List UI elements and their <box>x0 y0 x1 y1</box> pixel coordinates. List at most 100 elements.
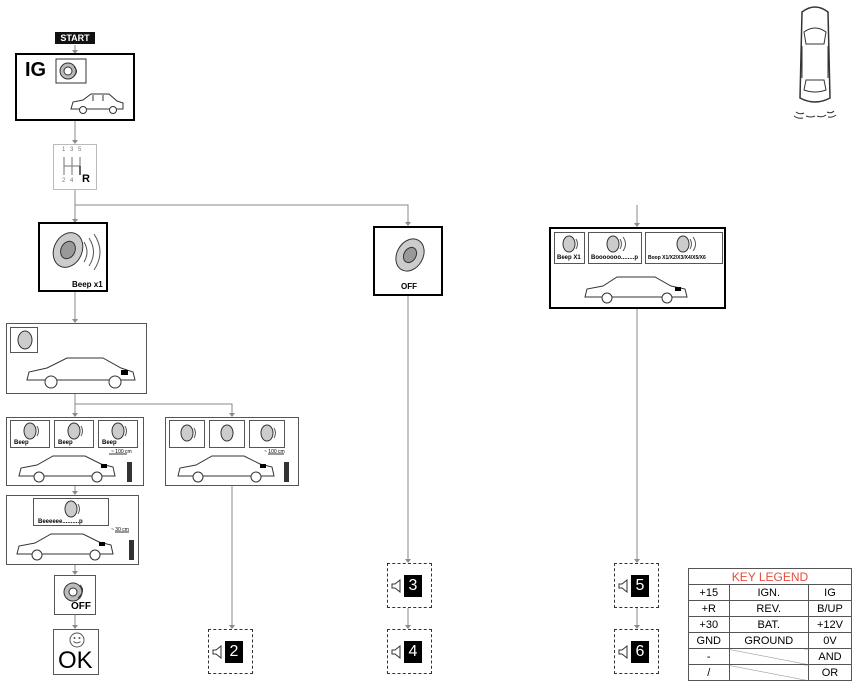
car-rear-sensor-icon <box>584 276 688 304</box>
sensor-icon <box>64 500 80 518</box>
outcome-number: 2 <box>225 641 243 663</box>
panel-label-boooo: Booooooo........p <box>591 255 638 261</box>
legend-row: +30 BAT. +12V <box>688 616 853 633</box>
legend-row: / OR <box>688 664 853 681</box>
sensor-icon <box>180 424 196 442</box>
panel-label-beep-x1: Beep X1 <box>557 255 581 261</box>
gear-shift-icon <box>63 157 81 175</box>
sensor-icon <box>17 330 33 350</box>
legend-cell: B/UP <box>807 600 853 617</box>
legend-cell: IGN. <box>728 584 809 601</box>
car-close-obstacle-icon <box>16 531 134 561</box>
car-approaching-obstacle-icon <box>177 453 289 483</box>
legend-cell: REV. <box>728 600 809 617</box>
beep-panel-2: Beep <box>54 420 94 448</box>
car-side-icon <box>26 357 136 389</box>
boooo-panel: Booooooo........p <box>588 232 642 264</box>
gear-digit-1: 1 <box>62 147 66 153</box>
car-side-icon <box>70 93 124 114</box>
outcome-6: 6 <box>614 629 659 674</box>
legend-row: GND GROUND 0V <box>688 632 853 649</box>
outcome-number: 5 <box>631 575 649 597</box>
beep-30cm-step: Beeeeee..........p ~ 30 cm <box>6 495 139 565</box>
sensor-icon <box>606 235 626 253</box>
legend-cell: - <box>688 648 730 665</box>
legend-row: - AND <box>688 648 853 665</box>
legend-diagonal-cell <box>728 648 809 665</box>
legend-cell: BAT. <box>728 616 809 633</box>
speaker-icon <box>391 579 401 593</box>
sensor-icon <box>111 422 127 440</box>
sensor-off-icon <box>395 238 425 272</box>
legend-cell: +15 <box>688 584 730 601</box>
ig-label: IG <box>25 59 47 81</box>
sensor-off-step: OFF <box>373 226 443 296</box>
legend-cell: OR <box>807 664 853 681</box>
speaker-icon <box>212 645 222 659</box>
beep-panel-2 <box>209 420 245 448</box>
car-approaching-obstacle-icon <box>18 453 132 483</box>
sensor-icon <box>220 424 234 442</box>
distance-30cm-label: ~ 30 cm <box>111 527 129 533</box>
ignition-step: IG <box>15 53 135 121</box>
beep-label: Beep <box>102 440 117 446</box>
key-off-label: OFF <box>71 601 91 612</box>
continuous-beep-label: Beeeeee..........p <box>38 519 83 525</box>
speaker-icon <box>618 645 628 659</box>
panel-label-boop: Boop X1/X2/X3/X4/X5/X6 <box>648 255 706 261</box>
outcome-3: 3 <box>387 563 432 608</box>
sensor-icon <box>562 235 578 253</box>
legend-row: +15 IGN. IG <box>688 584 853 601</box>
key-legend-table: KEY LEGEND +15 IGN. IG +R REV. B/UP +30 … <box>688 568 853 681</box>
ok-step: OK <box>53 629 99 675</box>
sensor-icon <box>676 235 696 253</box>
sensor-icon <box>260 424 276 442</box>
start-label: START <box>55 32 95 44</box>
car-sensor-step <box>6 323 147 394</box>
speaker-icon <box>618 579 628 593</box>
beep-x1-panel: Beep X1 <box>554 232 585 264</box>
distance-100cm-label: ~ 100 cm <box>264 449 285 455</box>
sensor-beep-icon <box>52 232 101 271</box>
beep-panel-3 <box>249 420 285 448</box>
smiley-icon <box>69 632 85 648</box>
ok-label: OK <box>58 647 93 674</box>
beep-panel-1: Beep <box>10 420 50 448</box>
gear-digit-4: 4 <box>70 178 74 184</box>
legend-diagonal-cell <box>728 664 809 681</box>
beep-panel-1 <box>169 420 205 448</box>
off-label: OFF <box>401 282 417 291</box>
beep-panel-3: Beep <box>98 420 138 448</box>
beep-label: Beep <box>58 440 73 446</box>
continuous-beep-panel: Beeeeee..........p <box>33 498 109 526</box>
outcome-number: 6 <box>631 641 649 663</box>
gear-digit-2: 2 <box>62 178 66 184</box>
ignition-key-icon <box>55 58 87 84</box>
outcome-number: 4 <box>404 641 422 663</box>
reverse-gear-step: 1 3 5 2 4 R <box>53 144 97 190</box>
beep-x1-label: Beep x1 <box>72 280 103 289</box>
legend-cell: GND <box>688 632 730 649</box>
speaker-icon <box>391 645 401 659</box>
boop-multi-panel: Boop X1/X2/X3/X4/X5/X6 <box>645 232 723 264</box>
outcome-number: 3 <box>404 575 422 597</box>
legend-row: +R REV. B/UP <box>688 600 853 617</box>
legend-title: KEY LEGEND <box>688 568 852 585</box>
legend-cell: +30 <box>688 616 730 633</box>
ignition-off-step: OFF <box>54 575 96 615</box>
legend-cell: / <box>688 664 730 681</box>
outcome-2: 2 <box>208 629 253 674</box>
sensor-icon <box>67 422 83 440</box>
beep-label: Beep <box>14 440 29 446</box>
outcome-5: 5 <box>614 563 659 608</box>
gear-digit-3: 3 <box>70 147 74 153</box>
beep-x1-step: Beep x1 <box>38 222 108 292</box>
legend-cell: 0V <box>807 632 853 649</box>
legend-cell: GROUND <box>728 632 809 649</box>
legend-cell: AND <box>807 648 853 665</box>
sensor-modes-step: Beep X1 Booooooo........p Boop X1/X2/X3/… <box>549 227 726 309</box>
legend-cell: +12V <box>807 616 853 633</box>
ignition-key-off-icon <box>63 582 84 602</box>
beep-100cm-step-right: ~ 100 cm <box>165 417 299 486</box>
